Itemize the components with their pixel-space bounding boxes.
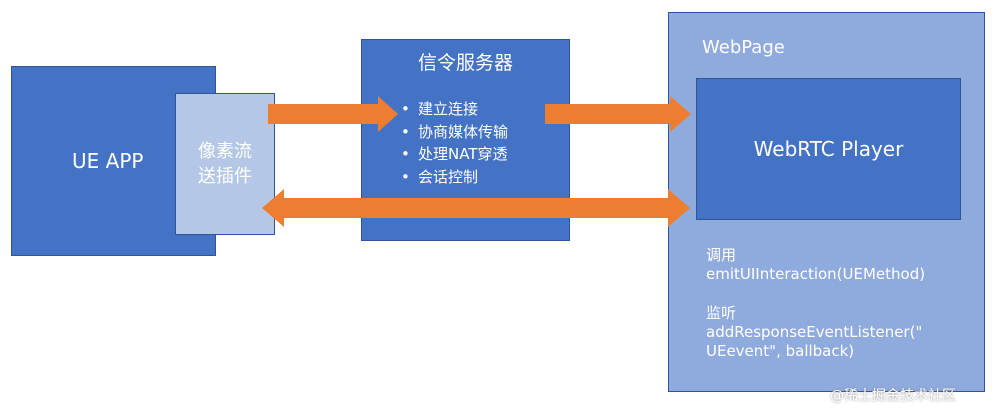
webpage-title: WebPage (702, 37, 785, 58)
list-item-label: 处理NAT穿透 (418, 145, 508, 163)
list-item: • 协商媒体传输 (401, 121, 508, 144)
bullet-icon: • (401, 145, 410, 163)
arrow-plugin-to-signal (268, 96, 398, 132)
list-item-label: 建立连接 (418, 100, 479, 118)
listen-label: 监听 (706, 304, 737, 322)
list-item: • 处理NAT穿透 (401, 143, 508, 166)
list-item-label: 会话控制 (418, 167, 479, 186)
listen-method-line2: UEevent", ballback) (706, 342, 855, 360)
bullet-icon: • (401, 167, 410, 186)
ue-app-label: UE APP (72, 149, 144, 173)
webrtc-player-label: WebRTC Player (753, 137, 904, 161)
pixel-streaming-plugin-box: 像素流送插件 (175, 93, 275, 235)
bullet-icon: • (401, 100, 410, 118)
call-note: 调用 emitUIInteraction(UEMethod) (706, 246, 925, 284)
bullet-icon: • (401, 122, 410, 141)
arrow-signal-to-webpage (545, 96, 691, 132)
watermark: @稀土掘金技术社区 (830, 388, 956, 404)
plugin-label: 像素流送插件 (198, 141, 252, 187)
list-item: • 建立连接 (401, 98, 508, 121)
list-item: • 会话控制 (401, 166, 508, 189)
list-item-label: 协商媒体传输 (418, 122, 509, 141)
listen-note: 监听 addResponseEventListener(" UEevent", … (706, 304, 922, 361)
signaling-server-list: • 建立连接 • 协商媒体传输 • 处理NAT穿透 • 会话控制 (401, 98, 508, 188)
listen-method-line1: addResponseEventListener(" (706, 323, 923, 341)
signaling-server-title: 信令服务器 (417, 52, 513, 74)
webrtc-player-box: WebRTC Player (696, 78, 961, 220)
arrow-plugin-webpage-bidirectional (262, 189, 690, 227)
call-label: 调用 (706, 246, 737, 264)
call-method: emitUIInteraction(UEMethod) (706, 265, 926, 283)
